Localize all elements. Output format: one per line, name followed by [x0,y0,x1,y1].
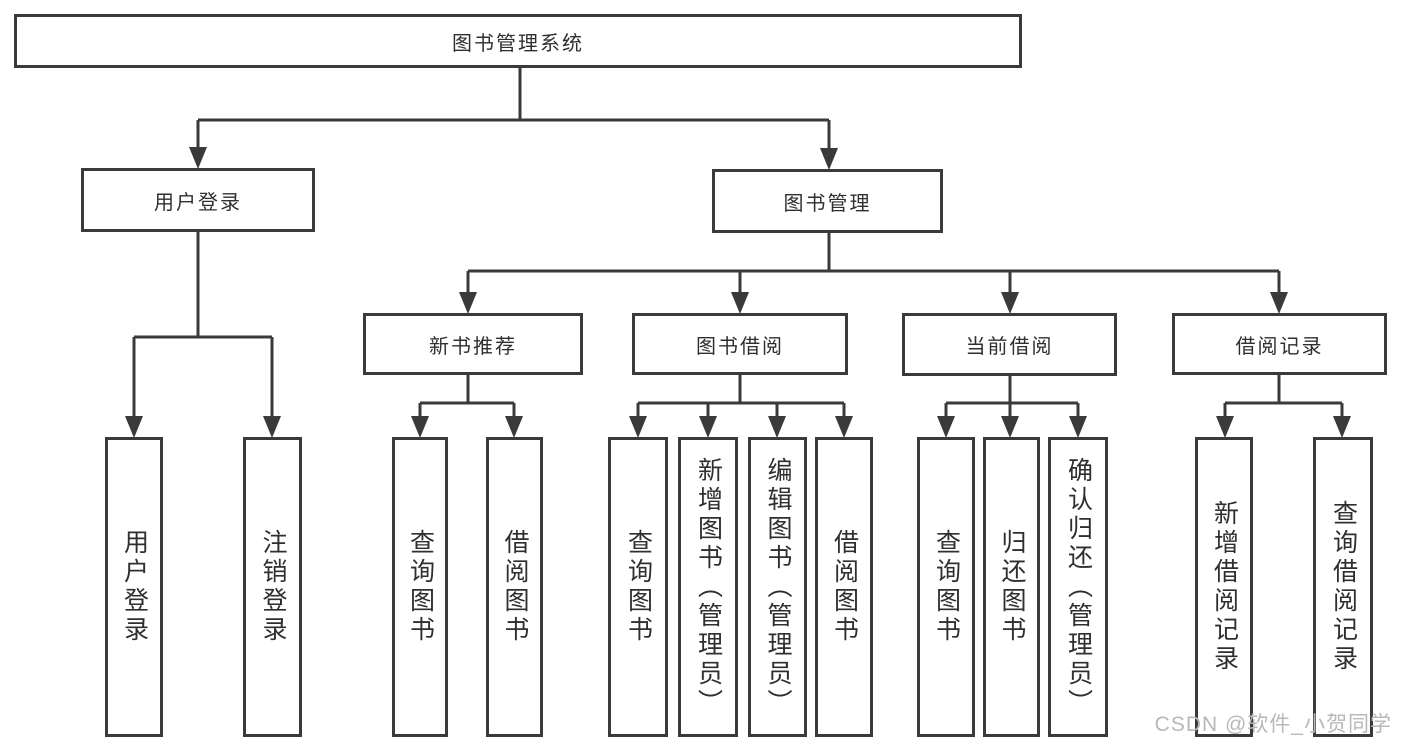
leaf-user-login-label: 用户登录 [120,529,149,645]
leaf-query-books-borrow-label: 查询图书 [624,529,653,645]
node-root-label: 图书管理系统 [452,32,584,55]
leaf-add-book-admin-label: 新增图书（管理员） [694,456,723,718]
leaf-edit-book-admin: 编辑图书（管理员） [748,437,807,737]
node-borrow-records-label: 借阅记录 [1235,335,1324,358]
node-borrow-records: 借阅记录 [1172,313,1387,375]
node-book-borrow: 图书借阅 [632,313,848,375]
leaf-query-books-recommend-label: 查询图书 [406,529,435,645]
leaf-query-borrow-record-label: 查询借阅记录 [1329,500,1358,674]
node-user-login-label: 用户登录 [154,191,242,214]
node-current-borrow: 当前借阅 [902,313,1117,376]
leaf-query-books-recommend: 查询图书 [392,437,448,737]
leaf-query-books-borrow: 查询图书 [608,437,668,737]
node-book-borrow-label: 图书借阅 [696,335,784,358]
leaf-add-borrow-record-label: 新增借阅记录 [1210,500,1239,674]
leaf-confirm-return-admin: 确认归还（管理员） [1048,437,1108,737]
node-book-management: 图书管理 [712,169,943,233]
node-new-book-recommend: 新书推荐 [363,313,583,375]
leaf-logout-label: 注销登录 [259,529,287,645]
node-user-login: 用户登录 [81,168,315,232]
leaf-query-books-current-label: 查询图书 [932,529,961,645]
leaf-confirm-return-admin-label: 确认归还（管理员） [1064,456,1093,718]
leaf-edit-book-admin-label: 编辑图书（管理员） [764,456,792,718]
leaf-borrow-books-recommend: 借阅图书 [486,437,543,737]
leaf-borrow-books-recommend-label: 借阅图书 [501,529,529,645]
leaf-add-book-admin: 新增图书（管理员） [678,437,738,737]
leaf-logout: 注销登录 [243,437,302,737]
node-new-book-recommend-label: 新书推荐 [429,335,517,358]
arrowheads [125,147,1351,438]
node-current-borrow-label: 当前借阅 [965,336,1054,358]
leaf-borrow-books: 借阅图书 [815,437,873,737]
leaf-user-login: 用户登录 [105,437,163,737]
leaf-borrow-books-label: 借阅图书 [830,529,859,645]
node-root: 图书管理系统 [14,14,1022,68]
leaf-return-book: 归还图书 [983,437,1040,737]
watermark: CSDN @软件_小贺同学 [1154,713,1392,736]
node-book-management-label: 图书管理 [783,192,872,215]
leaf-return-book-label: 归还图书 [998,529,1026,645]
leaf-query-books-current: 查询图书 [917,437,975,737]
leaf-add-borrow-record: 新增借阅记录 [1195,437,1253,737]
leaf-query-borrow-record: 查询借阅记录 [1313,437,1373,737]
